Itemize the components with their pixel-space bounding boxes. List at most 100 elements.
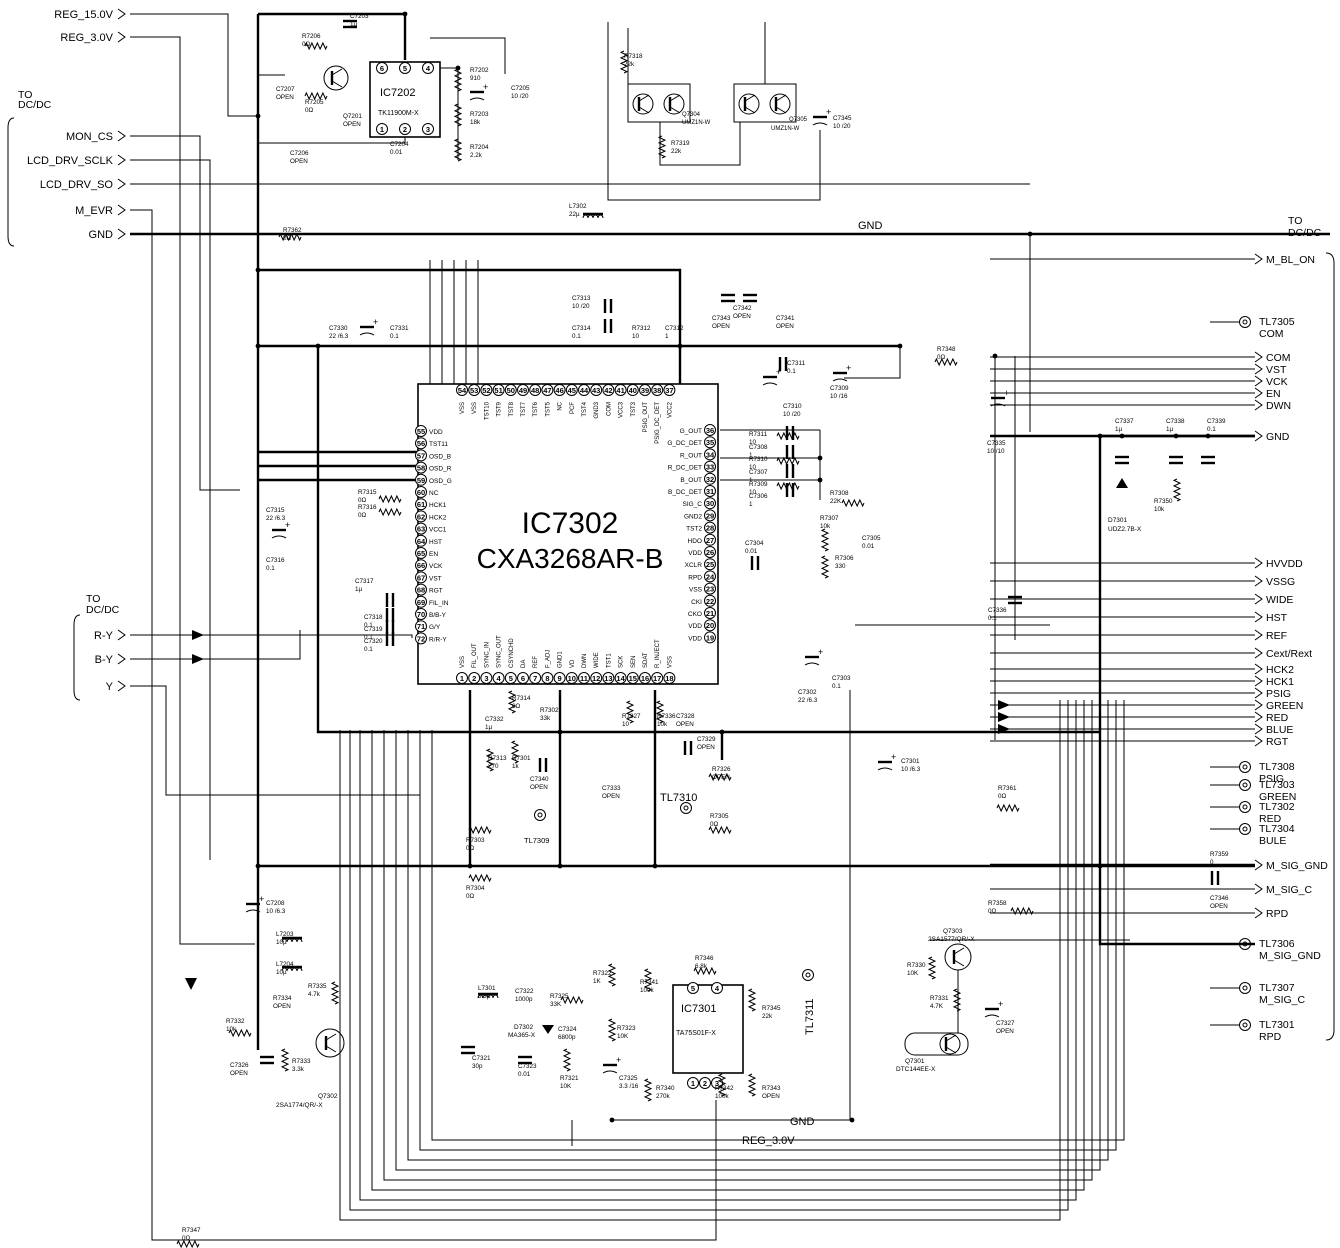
pin-name: CKI	[691, 599, 702, 606]
chevron-right-icon	[1254, 575, 1263, 587]
component-ref: R7302	[540, 707, 559, 714]
chevron-right-icon	[1254, 351, 1263, 363]
pin-number: 21	[706, 609, 714, 618]
component-ref: R7331	[930, 995, 949, 1002]
pin-name: TST7	[521, 401, 527, 416]
ic-pin	[415, 425, 427, 437]
component-value: 0Ω	[305, 107, 314, 114]
component-value: OPEN	[733, 313, 751, 320]
component-value: 33K	[550, 1001, 562, 1008]
output-label-com: COM	[1266, 352, 1291, 364]
resistor-symbol	[820, 528, 830, 552]
pin-number: 71	[417, 622, 425, 631]
bracket	[7, 117, 15, 247]
component-value: 0.1	[1207, 426, 1216, 433]
electrolytic-capacitor-symbol	[245, 909, 261, 913]
ic-pin	[614, 384, 627, 396]
component-ref: C7317	[355, 578, 374, 585]
component-ref: R7309	[749, 481, 768, 488]
pin-number: 5	[509, 674, 513, 683]
junction-dot	[1119, 433, 1125, 439]
output-label-rpd: RPD	[1266, 908, 1289, 920]
ic-pin	[415, 559, 427, 572]
component-value: 10 /20	[783, 411, 801, 418]
component-ref: R7340	[656, 1085, 675, 1092]
q7305-part: UMZ1N-W	[771, 126, 800, 132]
pin-number: 2	[703, 1079, 707, 1088]
output-label-hck1: HCK1	[1266, 676, 1294, 688]
junction-dot	[557, 729, 563, 735]
test-point-icon	[1239, 1019, 1251, 1031]
component-ref: R7342	[715, 1085, 734, 1092]
pin-number: 25	[706, 560, 714, 569]
to-dcdc-line1: TO	[86, 593, 100, 605]
pin-name: B_DC_DET	[668, 489, 702, 496]
chevron-right-icon	[117, 204, 126, 216]
component-ref: R7358	[988, 900, 1007, 907]
component-value: 0Ω	[283, 235, 292, 242]
transistor-emitter	[953, 959, 965, 967]
junction-dot	[849, 1117, 855, 1123]
pin-number: 44	[580, 386, 589, 395]
pin-number: 6	[521, 674, 525, 683]
component-value: 10k	[226, 1026, 237, 1033]
component-value: 0Ω	[358, 497, 367, 504]
resistor-symbol	[952, 988, 962, 1012]
chevron-right-icon	[117, 653, 126, 665]
labels: 54VSS53VSS52TST1051TST950TST849TST748TST…	[18, 9, 1328, 1242]
electrolytic-capacitor-symbol	[469, 97, 485, 101]
pin-name: FIL_OUT	[472, 643, 478, 668]
component-ref: R7304	[466, 885, 485, 892]
pin-name: VSS	[472, 402, 478, 414]
transistor-icon	[323, 65, 349, 91]
test-point-signal: COM	[1259, 328, 1284, 340]
pin-name: NC	[558, 401, 564, 410]
pin-number: 26	[706, 548, 714, 557]
ic-pin	[415, 486, 427, 498]
test-point-ref: TL7303	[1259, 779, 1295, 791]
ic-pin	[704, 582, 716, 595]
component-value: 22k	[624, 61, 635, 68]
pin-number: 3	[715, 1079, 719, 1088]
component-value: 10	[749, 464, 757, 471]
test-point-icon	[1242, 804, 1248, 810]
pin-number: 1	[460, 674, 464, 683]
junction-dot	[652, 863, 658, 869]
output-label-blue: BLUE	[1266, 724, 1293, 736]
junction-dot	[1027, 231, 1033, 237]
test-point-icon	[683, 805, 689, 811]
chevron-right-icon	[1254, 253, 1263, 265]
transistor-icon	[632, 93, 654, 115]
junction-dot	[315, 343, 321, 349]
test-point-ref: TL7307	[1259, 982, 1295, 994]
component-ref: R7319	[671, 140, 690, 147]
component-ref: R7206	[302, 33, 321, 40]
to-dcdc-line1: TO	[18, 89, 32, 101]
pin-name: TST8	[509, 401, 515, 416]
pin-number: 4	[715, 984, 720, 993]
component-value: 10 /16	[830, 393, 848, 400]
input-label-moncs: MON_CS	[66, 131, 113, 143]
component-ref: C7323	[518, 1063, 537, 1070]
pin-number: 36	[706, 426, 714, 435]
component-ref: R7303	[466, 837, 485, 844]
pin-number: 66	[417, 561, 425, 570]
ic-pin	[704, 497, 716, 510]
chevron-right-icon	[1254, 557, 1263, 569]
component-value: 1	[749, 452, 753, 459]
ic-pin	[602, 672, 615, 684]
ic-pin	[492, 384, 505, 396]
pin-number: 24	[706, 572, 715, 581]
component-ref: C7208	[266, 900, 285, 907]
transistor-icon	[939, 1033, 961, 1055]
component-ref: C7342	[733, 305, 752, 312]
pin-name: VCC1	[429, 527, 447, 534]
ic-pin	[415, 534, 427, 547]
pin-number: 28	[706, 524, 714, 533]
component-value: 1µ	[1115, 426, 1123, 433]
component-ref: C7335	[987, 440, 1006, 447]
chevron-right-icon	[1254, 711, 1263, 723]
ic-pin	[651, 384, 664, 396]
input-label-by: B-Y	[95, 654, 114, 666]
component-ref: C7306	[749, 493, 768, 500]
